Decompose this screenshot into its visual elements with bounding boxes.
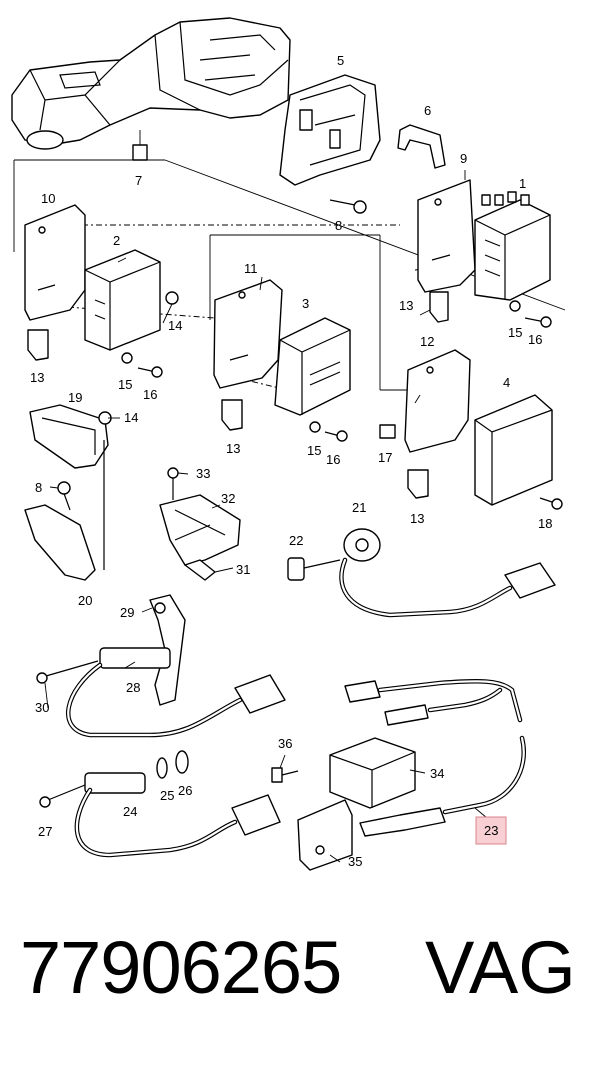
callout-1: 1 (519, 176, 526, 191)
callout-16-left: 16 (143, 387, 157, 402)
oxygen-sensor-23 (344, 679, 526, 837)
callout-19: 19 (68, 390, 82, 405)
callout-4: 4 (503, 375, 510, 390)
control-unit-3 (274, 317, 351, 416)
screw-22 (287, 557, 341, 581)
highlight-23-box (475, 816, 507, 845)
clip-13-left (27, 329, 49, 361)
bracket-9 (417, 179, 476, 293)
callout-32: 32 (221, 491, 235, 506)
callout-36: 36 (278, 736, 292, 751)
callout-16-right-top: 16 (528, 332, 542, 347)
callout-10: 10 (41, 191, 55, 206)
nut-14-left (165, 291, 179, 305)
control-unit-4 (474, 394, 553, 506)
callout-14-holder: 14 (124, 410, 138, 425)
bracket-12 (404, 349, 471, 453)
callout-13-left: 13 (30, 370, 44, 385)
parts-diagram: 7 5 6 8 9 1 10 2 14 13 15 16 11 3 13 15 … (11, 17, 566, 871)
callout-15-left: 15 (118, 377, 132, 392)
callout-9: 9 (460, 151, 467, 166)
bracket-20 (24, 440, 105, 581)
callout-13-right-top: 13 (399, 298, 413, 313)
callout-8-top: 8 (335, 218, 342, 233)
clip-17 (379, 424, 396, 439)
callout-22: 22 (289, 533, 303, 548)
callout-5: 5 (337, 53, 344, 68)
screw-8-top (329, 199, 367, 214)
washer-15-left (121, 352, 133, 364)
callout-7: 7 (135, 173, 142, 188)
washer-15-mid (309, 421, 321, 433)
speed-sensor-24 (39, 750, 281, 858)
callout-2: 2 (113, 233, 120, 248)
strap-6 (397, 124, 446, 169)
callout-17: 17 (378, 450, 392, 465)
control-unit-2 (84, 249, 161, 351)
callout-26: 26 (178, 783, 192, 798)
callout-8-left: 8 (35, 480, 42, 495)
callout-30: 30 (35, 700, 49, 715)
clip-7 (132, 144, 148, 161)
holder-19 (29, 404, 109, 469)
callout-27: 27 (38, 824, 52, 839)
control-unit-1 (474, 191, 551, 301)
bracket-11 (213, 279, 283, 389)
mounting-bracket (11, 17, 291, 150)
callout-15-mid: 15 (307, 443, 321, 458)
callout-34: 34 (430, 766, 444, 781)
callout-3: 3 (302, 296, 309, 311)
bracket-35 (297, 799, 353, 871)
callout-14-left: 14 (168, 318, 182, 333)
callout-24: 24 (123, 804, 137, 819)
callout-18: 18 (538, 516, 552, 531)
callout-13-right: 13 (410, 511, 424, 526)
relay-34 (329, 737, 416, 809)
callout-35: 35 (348, 854, 362, 869)
callout-6: 6 (424, 103, 431, 118)
callout-12: 12 (420, 334, 434, 349)
callout-31: 31 (236, 562, 250, 577)
callout-20: 20 (78, 593, 92, 608)
callout-23-highlighted: 23 (484, 823, 498, 838)
bracket-10 (24, 204, 86, 321)
callout-29: 29 (120, 605, 134, 620)
callout-13-mid: 13 (226, 441, 240, 456)
speed-sensor-28 (36, 647, 286, 738)
part-number: 77906265 (20, 926, 342, 1009)
clip-13-mid (221, 399, 243, 431)
brand-name: VAG (425, 926, 576, 1009)
callout-15-right-top: 15 (508, 325, 522, 340)
callout-labels: 7 5 6 8 9 1 10 2 14 13 15 16 11 3 13 15 … (30, 53, 552, 869)
knock-sensor-21 (339, 528, 556, 618)
clip-13-right (407, 469, 429, 499)
leader-lines (44, 257, 488, 863)
washer-15-right-top (509, 300, 521, 312)
callout-28: 28 (126, 680, 140, 695)
callout-21: 21 (352, 500, 366, 515)
bracket-32 (159, 494, 241, 566)
bolt-33 (167, 467, 179, 479)
clip-31 (184, 559, 216, 581)
callout-11: 11 (244, 261, 258, 276)
callout-16-mid: 16 (326, 452, 340, 467)
bolt-36 (271, 767, 299, 783)
bracket-5 (279, 74, 381, 186)
callout-33: 33 (196, 466, 210, 481)
clip-13-right-top (429, 291, 449, 323)
footer: 77906265 VAG (0, 925, 600, 1035)
callout-25: 25 (160, 788, 174, 803)
